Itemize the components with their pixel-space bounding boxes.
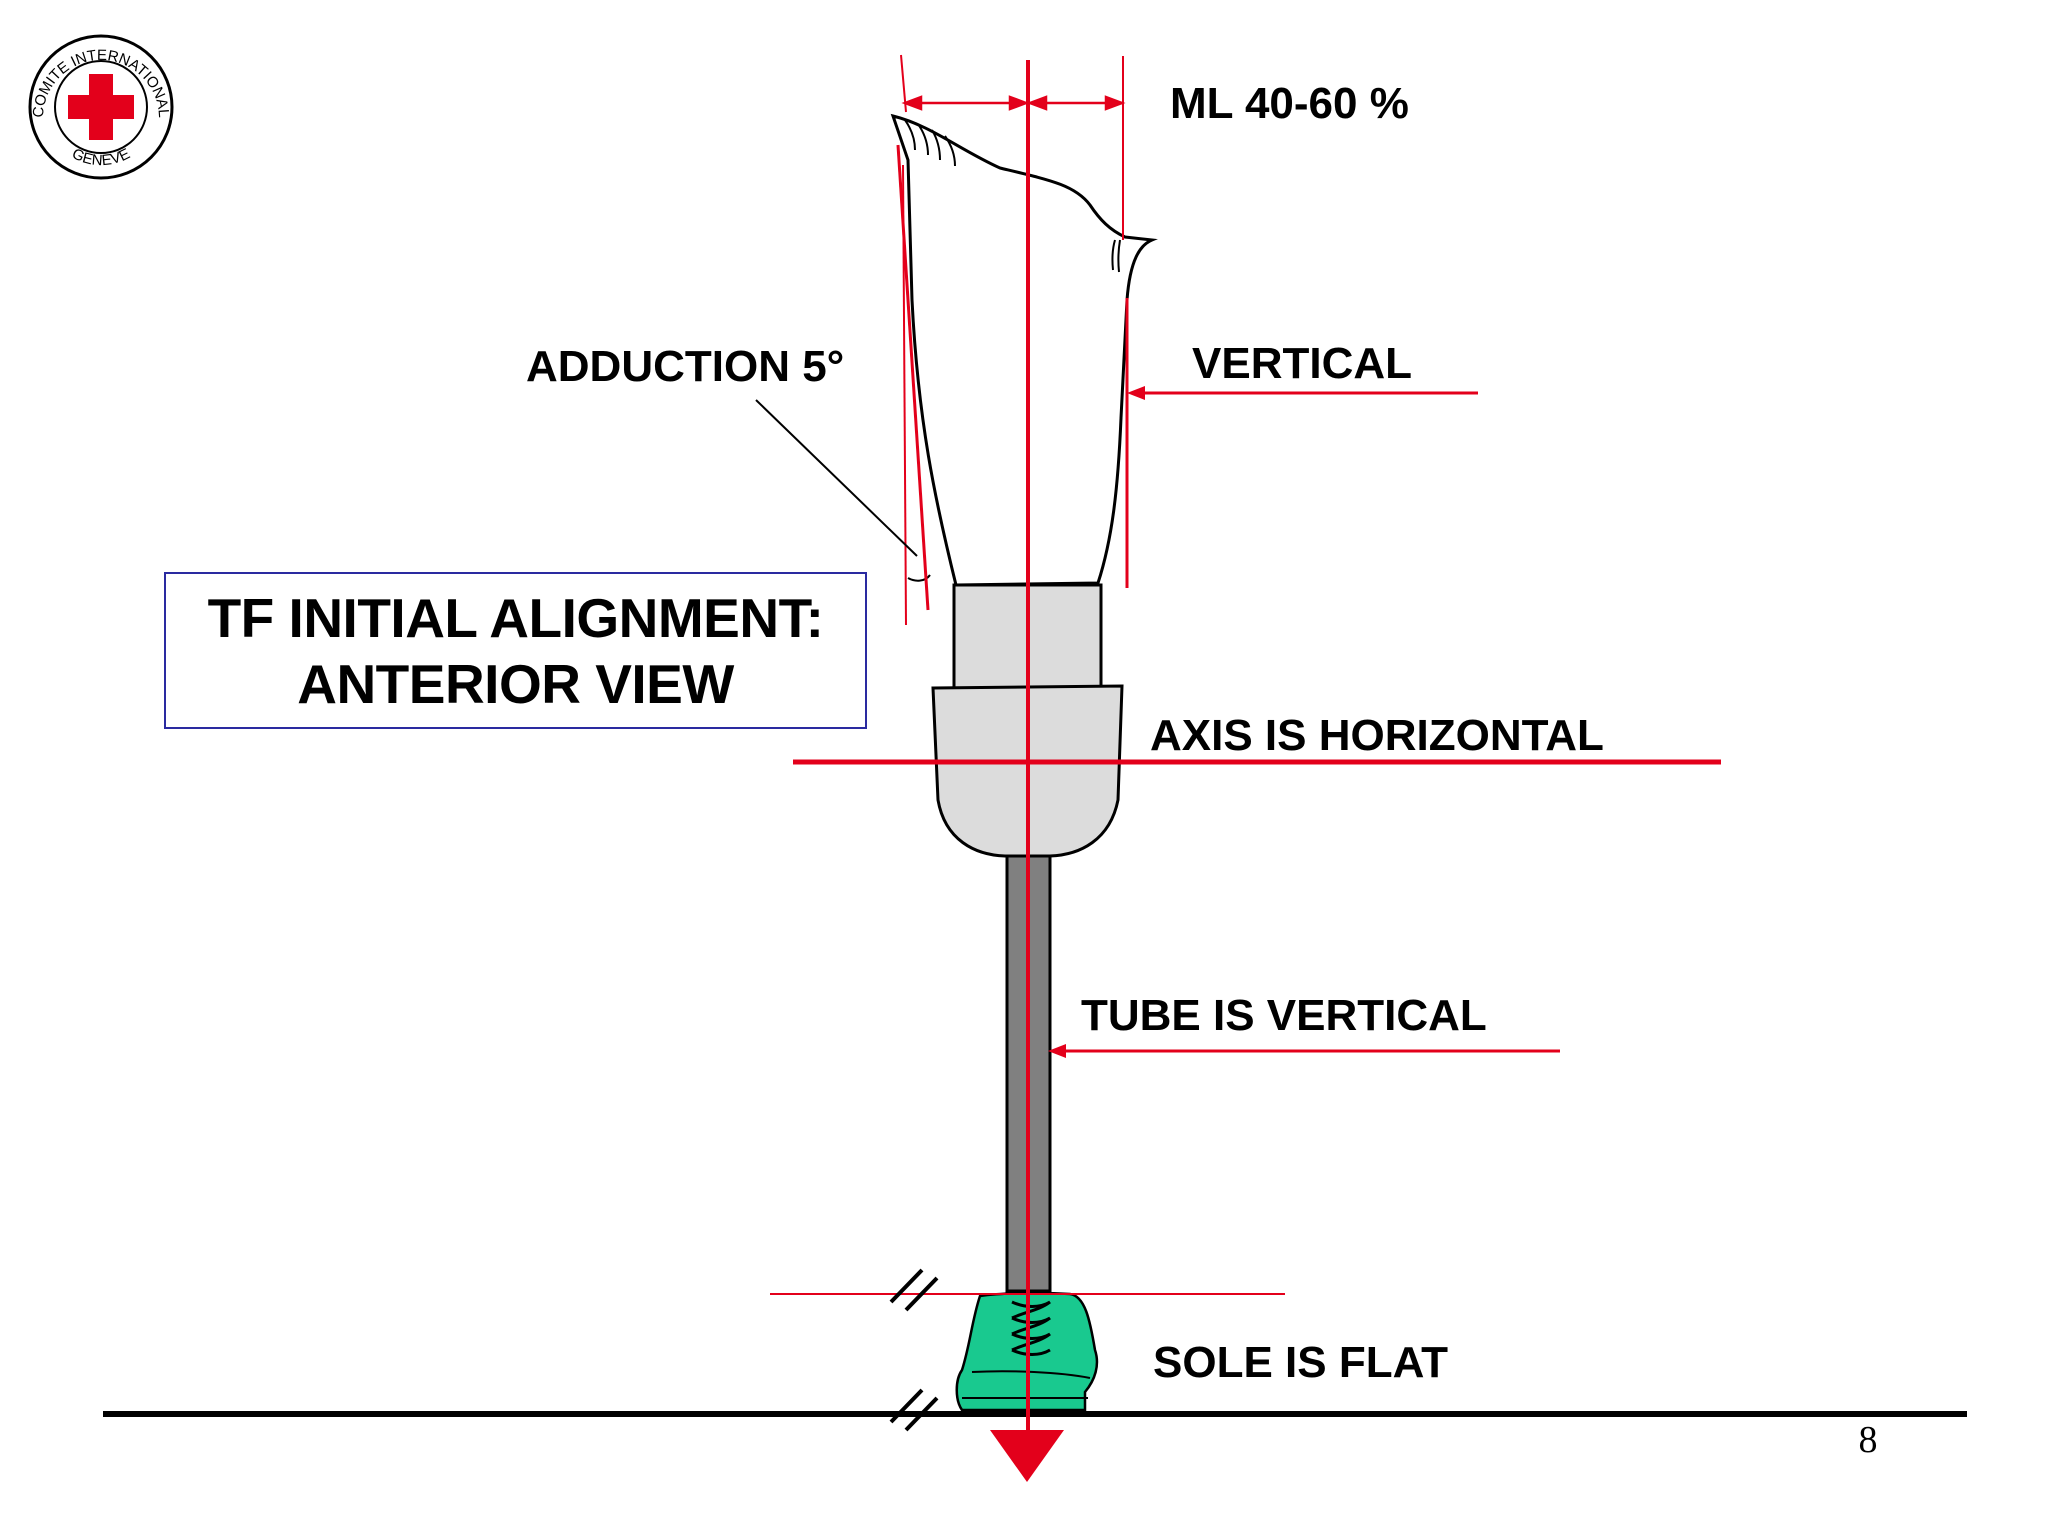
tube-pointer-arrowhead [1048,1044,1066,1058]
parallel-marks-lower [889,1388,939,1432]
plumb-arrowhead [990,1430,1064,1482]
adduction-reference-line-inner [902,164,907,626]
foot-toe-line [971,1370,1091,1379]
vertical-pointer-arrowhead [1127,386,1145,400]
foot-laces [1011,1300,1051,1356]
tube-label: TUBE IS VERTICAL [1081,991,1487,1040]
ml-label: ML 40-60 % [1170,79,1409,128]
sole-label: SOLE IS FLAT [1153,1338,1448,1387]
title-line-2: ANTERIOR VIEW [297,652,734,715]
page-number: 8 [1859,1419,1878,1461]
title-line-1: TF INITIAL ALIGNMENT: [207,586,824,649]
axis-label: AXIS IS HORIZONTAL [1150,711,1604,760]
icrc-logo: COMITE INTERNATIONAL GENEVE [28,34,174,180]
parallel-marks-upper [889,1268,939,1312]
adduction-label: ADDUCTION 5° [526,342,844,391]
ml-dimension-arrows [901,95,1126,111]
adduction-leader-line [755,399,918,557]
socket-trim-marks [904,119,1121,582]
title-box: TF INITIAL ALIGNMENT: ANTERIOR VIEW [164,572,867,729]
red-cross-horizontal [68,95,134,119]
vertical-label: VERTICAL [1192,339,1412,388]
socket [890,113,1158,587]
